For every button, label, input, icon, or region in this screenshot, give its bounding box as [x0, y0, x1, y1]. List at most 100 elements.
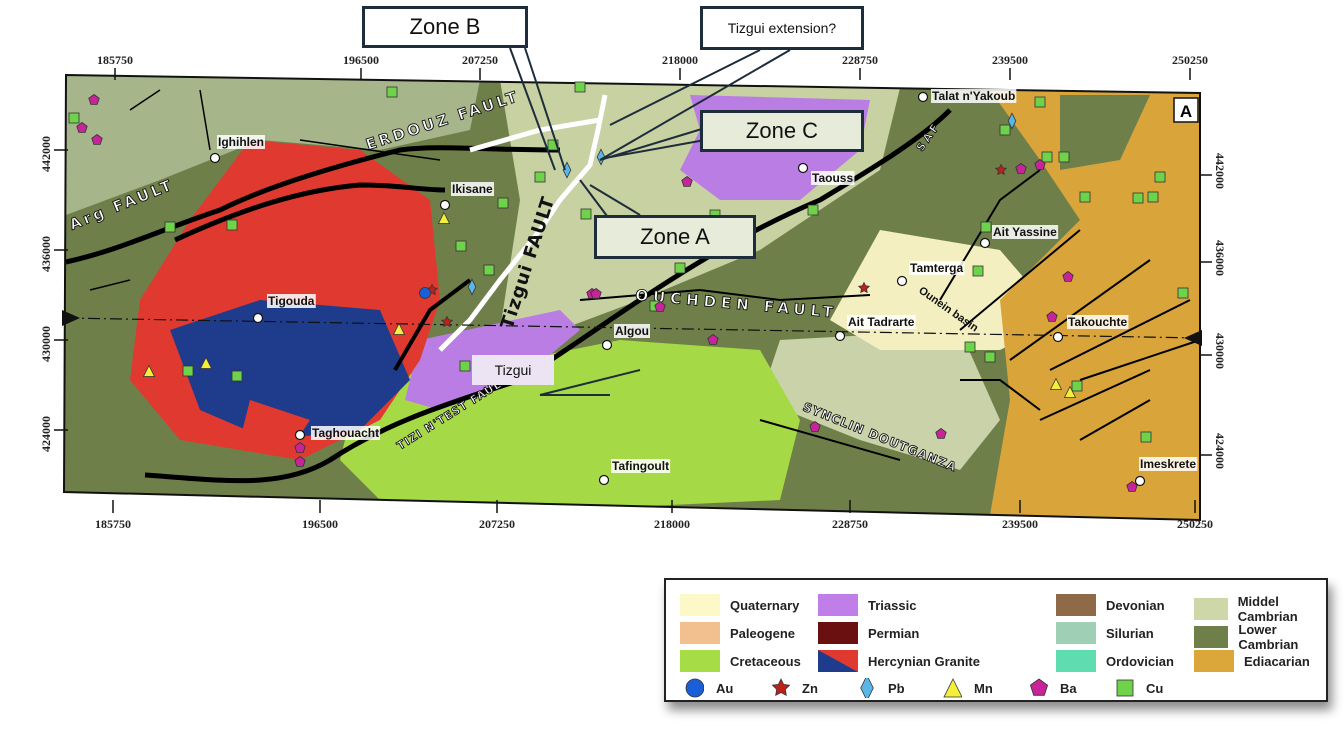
ba-pentagon-icon [294, 442, 306, 453]
cu-square-icon [1116, 679, 1134, 697]
legend-label: Triassic [868, 597, 917, 613]
mn-triangle-icon [142, 364, 156, 377]
mn-triangle-icon [1063, 385, 1077, 398]
legend-label: Ba [1060, 680, 1077, 696]
cu-square-icon [455, 240, 467, 252]
pb-diamond-icon [1007, 112, 1017, 130]
place-dot-icon [439, 199, 451, 211]
place-algou: Algou [601, 324, 650, 351]
legend-swatch [1194, 598, 1228, 620]
legend-swatch [1056, 622, 1096, 644]
cu-square-icon [1071, 380, 1083, 392]
zn-star-icon [771, 678, 790, 697]
legend-label: Ediacarian [1244, 653, 1310, 669]
place-ikisane: Ikisane [439, 182, 495, 211]
section-marker-left [62, 310, 80, 326]
legend-label: Permian [868, 625, 920, 641]
cu-square-icon [68, 112, 80, 124]
legend-label: Cu [1146, 680, 1164, 696]
ba-pentagon-icon [1034, 159, 1046, 170]
legend-item-ediacarian: Ediacarian [1194, 650, 1310, 672]
place-label-background [611, 459, 671, 473]
place-label: Tigouda [268, 294, 315, 308]
cu-square-icon [1034, 96, 1046, 108]
cu-square-icon [497, 197, 509, 209]
place-label-background [811, 171, 855, 185]
callout-tizgui-extension: Tizgui extension? [700, 6, 864, 50]
ba-pentagon-icon [654, 301, 666, 312]
legend-label: Ordovician [1106, 653, 1174, 669]
cu-square-icon [984, 351, 996, 363]
place-dot-icon [917, 91, 929, 103]
cu-square-icon [182, 365, 194, 377]
callout-zone-c: Zone C [700, 110, 864, 152]
place-label: Taghouacht [312, 426, 379, 440]
callout-pointers [509, 47, 791, 396]
y-tick-label-left: 430000 [39, 326, 53, 362]
callout-tizgui: Tizgui [472, 355, 554, 385]
legend-item-hercynian-granite: Hercynian Granite [818, 650, 980, 672]
pb-diamond-icon [860, 678, 874, 698]
mn-triangle-icon [1049, 377, 1063, 390]
x-tick-label-bottom: 185750 [95, 517, 131, 531]
legend-label: Lower Cambrian [1238, 622, 1299, 652]
place-label-background [909, 261, 965, 275]
legend-label: Devonian [1106, 597, 1165, 613]
cu-square-icon [164, 221, 176, 233]
legend-label: Au [716, 680, 734, 696]
place-label: Ait Yassine [993, 225, 1057, 239]
cu-square-icon [386, 86, 398, 98]
place-dot-icon [598, 474, 610, 486]
ba-pentagon-icon [1015, 163, 1027, 174]
legend-item-ordovician: Ordovician [1056, 650, 1174, 672]
ba-pentagon-icon [935, 428, 947, 439]
x-tick-label-top: 250250 [1172, 53, 1208, 67]
x-tick-label-bottom: 228750 [832, 517, 868, 531]
place-dot-icon [601, 339, 613, 351]
cu-square-icon [580, 208, 592, 220]
legend-swatch [818, 622, 858, 644]
ba-pentagon-icon [1029, 678, 1048, 696]
place-label: Tamterga [910, 261, 963, 275]
place-dot-icon [1052, 331, 1064, 343]
cu-square-icon [1079, 191, 1091, 203]
zn-star-icon [440, 315, 454, 328]
lower-cambrian-patch [1060, 95, 1150, 170]
section-marker-right [1184, 330, 1202, 346]
legend-item-lower-cambrian: Lower Cambrian [1194, 622, 1326, 652]
mn-triangle-icon [437, 211, 451, 224]
place-dot-icon [797, 162, 809, 174]
place-ait-yassine: Ait Yassine [979, 225, 1059, 249]
legend-swatch [680, 622, 720, 644]
hercynian-granite-patch [240, 400, 310, 450]
x-tick-label-top: 228750 [842, 53, 878, 67]
place-imeskrete: Imeskrete [1134, 457, 1198, 487]
legend-swatch [1056, 650, 1096, 672]
y-tick-label-right: 436000 [1213, 240, 1227, 276]
x-tick-label-top: 239500 [992, 53, 1028, 67]
place-tafingoult: Tafingoult [598, 459, 671, 486]
x-tick-label-top: 218000 [662, 53, 698, 67]
y-tick-label-left: 436000 [39, 236, 53, 272]
mn-triangle-icon [392, 322, 406, 335]
hercynian-granite-blue [170, 300, 410, 440]
map-frame [62, 73, 1201, 522]
place-label: Ait Tadrarte [848, 315, 915, 329]
cu-square-icon [1041, 151, 1053, 163]
x-tick-label-bottom: 239500 [1002, 517, 1038, 531]
legend-mineral-mn: Mn [942, 678, 993, 698]
cu-square-icon [972, 265, 984, 277]
mn-triangle-icon [943, 678, 962, 698]
zn-star-icon [857, 281, 871, 294]
ediacarian-area [990, 90, 1200, 520]
pb-diamond-icon [467, 278, 477, 296]
legend-label: Hercynian Granite [868, 653, 980, 669]
ba-pentagon-icon [681, 176, 693, 187]
place-label-background [451, 182, 495, 196]
cu-square-icon [1177, 287, 1189, 299]
legend-swatch [1194, 650, 1234, 672]
place-label-background [267, 294, 316, 308]
legend-label: Cretaceous [730, 653, 801, 669]
place-label-background [1067, 315, 1129, 329]
